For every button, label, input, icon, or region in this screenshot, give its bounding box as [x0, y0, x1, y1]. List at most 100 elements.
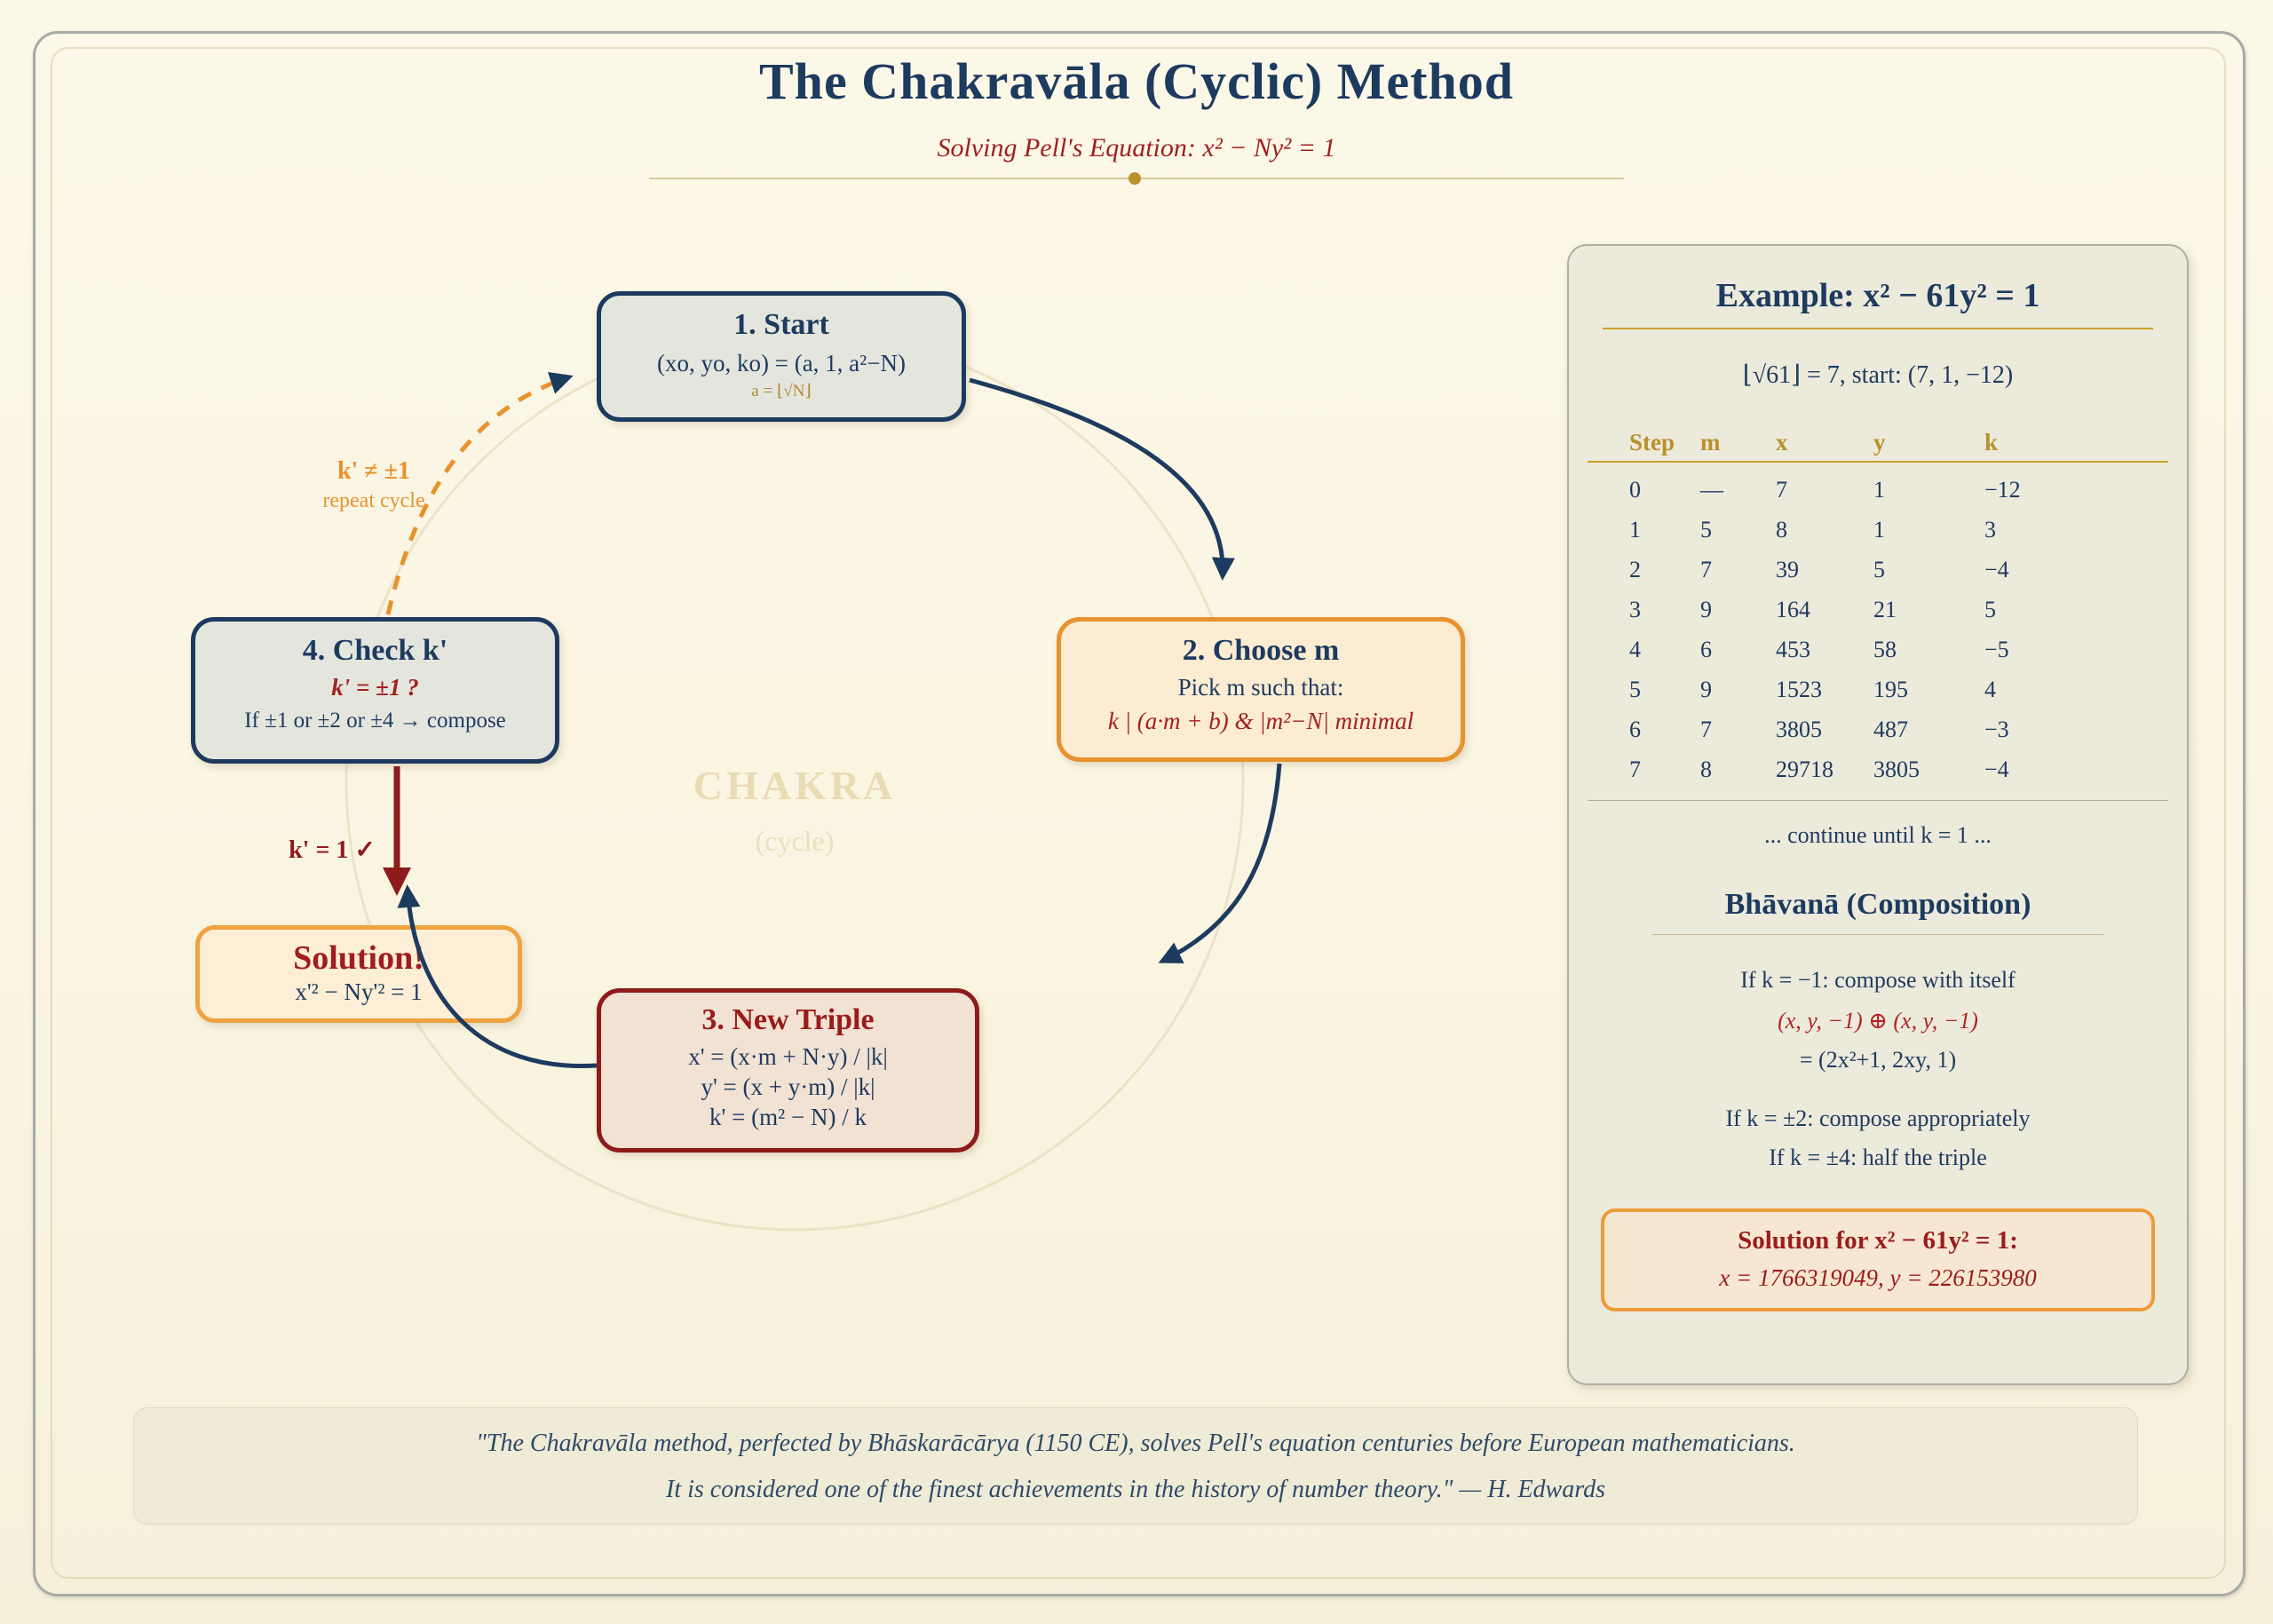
choose-line1: Pick m such that:	[1177, 674, 1344, 701]
table-cell: 2	[1629, 556, 1641, 582]
watermark-line2: (cycle)	[755, 825, 835, 857]
table-cell: 453	[1776, 636, 1810, 662]
table-cell: 4	[1984, 676, 1996, 702]
table-cell: 29718	[1776, 756, 1833, 782]
table-header-cell: Step	[1629, 428, 1675, 456]
quote-box: "The Chakravāla method, perfected by Bhā…	[133, 1407, 2138, 1525]
page-frame-inner	[51, 47, 2226, 1579]
chakra-watermark: CHAKRA (cycle)	[617, 762, 972, 858]
solution-equation: x'² − Ny'² = 1	[295, 978, 423, 1005]
table-header-cell: y	[1873, 428, 1886, 456]
check-rule: If ±1 or ±2 or ±4 → compose	[244, 708, 506, 733]
check-question: k' = ±1 ?	[331, 674, 419, 701]
table-header-cell: k	[1984, 428, 1999, 456]
table-row: 4 6 453 58 −5	[1629, 630, 2126, 669]
start-title: 1. Start	[733, 308, 829, 341]
triple-title: 3. New Triple	[701, 1003, 875, 1036]
page-frame	[33, 31, 2245, 1596]
table-cell: 3805	[1873, 756, 1920, 782]
table-row: 0 — 7 1 −12	[1629, 470, 2126, 510]
table-cell: 5	[1629, 676, 1641, 702]
table-cell: 7	[1629, 756, 1641, 782]
table-cell: 7	[1776, 476, 1787, 503]
page-subtitle: Solving Pell's Equation: x² − Ny² = 1	[937, 133, 1336, 162]
table-cell: 1	[1629, 516, 1641, 543]
watermark-line1: CHAKRA	[693, 763, 897, 808]
table-cell: 487	[1873, 716, 1908, 742]
table-cell: 1	[1873, 516, 1885, 543]
table-cell: 3805	[1776, 716, 1822, 742]
table-cell: 7	[1700, 556, 1712, 582]
table-cell: 3	[1984, 516, 1996, 543]
bhavana-line5: If k = ±4: half the triple	[1769, 1145, 1987, 1170]
table-cell: 9	[1700, 596, 1712, 622]
choose-line2: k | (a·m + b) & |m²−N| minimal	[1107, 707, 1414, 734]
bhavana-line4: If k = ±2: compose appropriately	[1725, 1105, 2031, 1131]
table-header-cell: m	[1700, 428, 1721, 456]
table-header-cell: x	[1776, 428, 1788, 456]
final-solution-box: Solution for x² − 61y² = 1: x = 17663190…	[1601, 1208, 2155, 1311]
triple-formula-x: x' = (x·m + N·y) / |k|	[688, 1043, 888, 1070]
table-cell: 58	[1873, 636, 1897, 662]
repeat-text: repeat cycle	[322, 489, 425, 512]
example-title-rule	[1603, 328, 2153, 329]
final-solution-title: Solution for x² − 61y² = 1:	[1738, 1226, 2018, 1255]
table-cell: 1523	[1776, 676, 1822, 702]
check-title: 4. Check k'	[302, 634, 448, 667]
table-cell: 7	[1700, 716, 1712, 742]
table-cell: —	[1700, 476, 1723, 503]
example-title: Example: x² − 61y² = 1	[1715, 277, 2040, 314]
step-box-start: 1. Start (xo, yo, ko) = (a, 1, a²−N) a =…	[597, 291, 966, 422]
step-box-new-triple: 3. New Triple x' = (x·m + N·y) / |k| y' …	[597, 988, 979, 1153]
step-box-check-k: 4. Check k' k' = ±1 ? If ±1 or ±2 or ±4 …	[191, 617, 559, 764]
solution-box: Solution! x'² − Ny'² = 1	[195, 925, 522, 1023]
continue-note: ... continue until k = 1 ...	[1764, 822, 1992, 848]
table-cell: 3	[1629, 596, 1641, 622]
quote-line1: "The Chakravāla method, perfected by Bhā…	[476, 1430, 1795, 1457]
table-row: 6 7 3805 487 −3	[1629, 709, 2126, 749]
table-cell: 164	[1776, 596, 1810, 622]
solution-title: Solution!	[293, 939, 424, 977]
page-title: The Chakravāla (Cyclic) Method	[759, 52, 1514, 110]
quote-line2: It is considered one of the finest achie…	[666, 1476, 1605, 1503]
bhavana-title-rule	[1652, 934, 2103, 935]
table-cell: 4	[1629, 636, 1641, 662]
table-cell: 39	[1776, 556, 1799, 582]
repeat-condition: k' ≠ ±1	[337, 457, 411, 485]
table-bottom-rule	[1588, 800, 2168, 801]
success-condition-label: k' = 1 ✓	[289, 836, 376, 864]
table-cell: 8	[1776, 516, 1787, 543]
start-formula: (xo, yo, ko) = (a, 1, a²−N)	[657, 350, 906, 376]
bhavana-line1: If k = −1: compose with itself	[1740, 967, 2016, 993]
triple-formula-y: y' = (x + y·m) / |k|	[701, 1073, 875, 1100]
table-cell: 5	[1700, 516, 1712, 543]
example-panel: Example: x² − 61y² = 1 ⌊√61⌋ = 7, start:…	[1567, 244, 2189, 1385]
step-box-choose-m: 2. Choose m Pick m such that: k | (a·m +…	[1057, 617, 1465, 762]
table-cell: −3	[1984, 716, 2009, 742]
bhavana-title: Bhāvanā (Composition)	[1724, 888, 2031, 921]
bhavana-composition-formula: (x, y, −1) ⊕ (x, y, −1)	[1778, 1008, 1978, 1034]
table-cell: 1	[1873, 476, 1885, 503]
table-cell: 5	[1873, 556, 1885, 582]
table-cell: −4	[1984, 556, 2009, 582]
table-cell: 6	[1700, 636, 1712, 662]
table-cell: −12	[1984, 476, 2021, 503]
table-row: 2 7 39 5 −4	[1629, 550, 2126, 590]
table-cell: 6	[1629, 716, 1641, 742]
table-cell: 9	[1700, 676, 1712, 702]
repeat-cycle-label: k' ≠ ±1 repeat cycle	[267, 457, 480, 513]
table-cell: −5	[1984, 636, 2009, 662]
example-start-line: ⌊√61⌋ = 7, start: (7, 1, −12)	[1742, 361, 2014, 389]
choose-title: 2. Choose m	[1182, 634, 1340, 667]
table-cell: 195	[1873, 676, 1908, 702]
table-cell: 0	[1629, 476, 1641, 503]
table-header-rule	[1588, 461, 2168, 463]
final-solution-value: x = 1766319049, y = 226153980	[1719, 1264, 2037, 1291]
bhavana-result: = (2x²+1, 2xy, 1)	[1799, 1047, 1957, 1073]
table-cell: −4	[1984, 756, 2009, 782]
